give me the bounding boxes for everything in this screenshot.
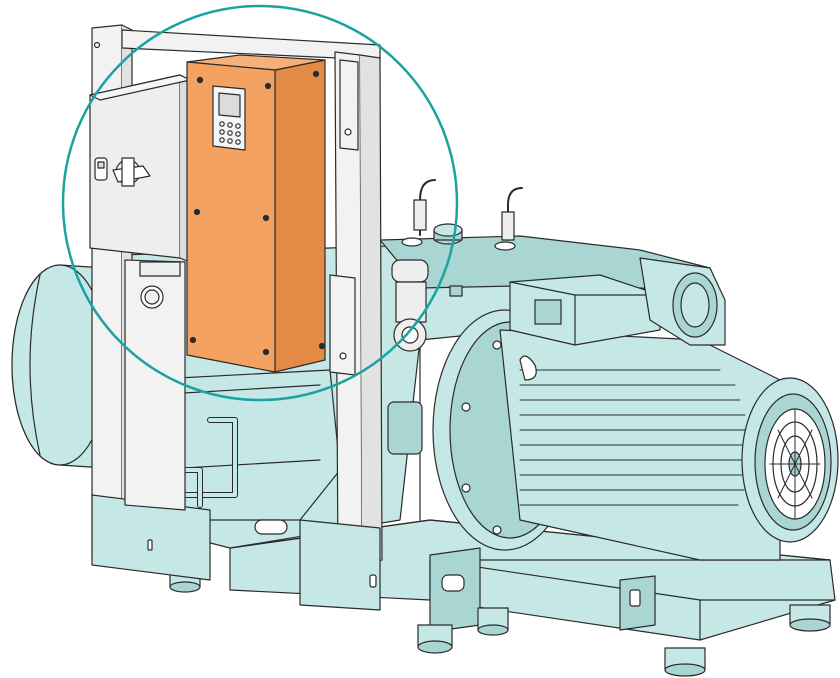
foot — [664, 647, 706, 677]
foot — [417, 624, 453, 654]
rotary-switch-icon — [94, 157, 151, 187]
sensor-cables — [413, 179, 523, 241]
disconnect-switch-cabinet — [89, 74, 196, 263]
valve-assembly — [391, 259, 429, 352]
mounting-frame — [91, 24, 383, 611]
foot — [477, 607, 509, 636]
foot — [789, 604, 831, 632]
coupling-housing — [639, 257, 726, 346]
keypad-icon — [212, 85, 246, 151]
highlight-circle-icon — [61, 4, 459, 402]
frequency-drive — [186, 54, 326, 373]
electric-motor — [432, 274, 781, 561]
fan-cover-icon — [741, 377, 839, 543]
